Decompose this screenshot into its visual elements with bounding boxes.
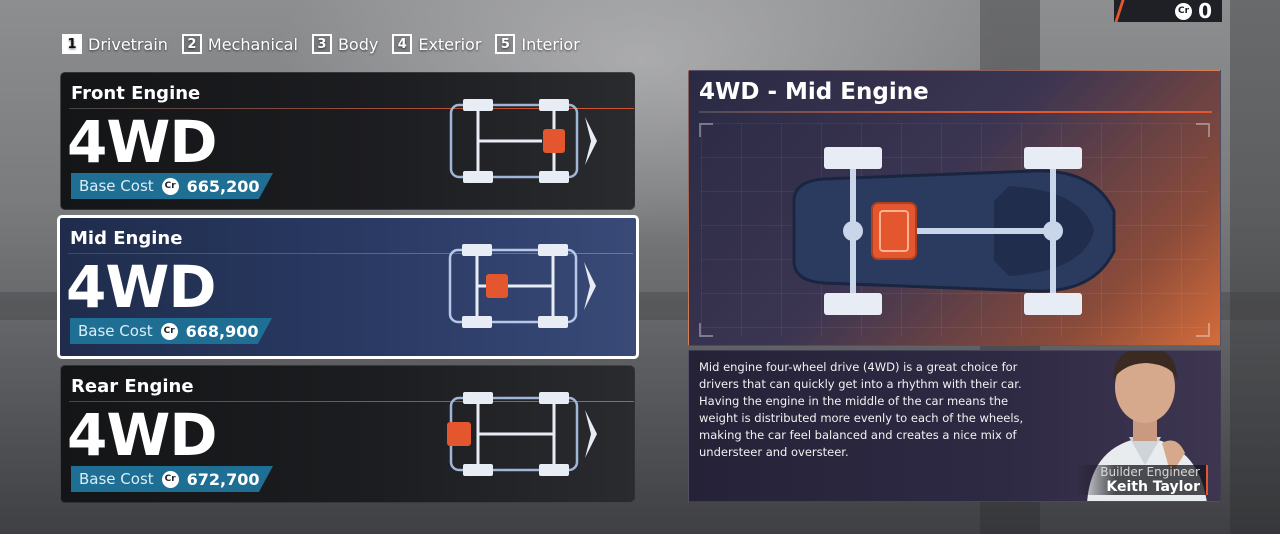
base-cost-bar: Base Cost Cr 672,700 [71, 466, 273, 492]
tab-body[interactable]: 3 Body [311, 34, 379, 54]
tab-label: Body [337, 34, 379, 54]
option-title: Front Engine [71, 83, 201, 104]
base-cost-value: 665,200 [186, 176, 260, 196]
option-card-rear-engine[interactable]: Rear Engine 4WD Base Cost Cr 672,700 [60, 365, 635, 503]
tab-label: Exterior [418, 34, 482, 54]
base-cost-value: 668,900 [185, 321, 259, 341]
credits-icon: Cr [1175, 2, 1193, 20]
car-chassis-diagram [792, 147, 1116, 315]
tab-number: 5 [495, 34, 516, 54]
drivetrain-front-engine-icon [449, 99, 597, 183]
tab-number: 3 [311, 34, 332, 54]
tab-exterior[interactable]: 4 Exterior [392, 34, 481, 54]
base-cost-label: Base Cost [78, 322, 153, 340]
title-divider [699, 111, 1212, 113]
title-divider [68, 253, 633, 254]
description-panel: Mid engine four-wheel drive (4WD) is a g… [688, 350, 1221, 502]
category-tabs: 1 Drivetrain 2 Mechanical 3 Body 4 Exter… [62, 34, 580, 54]
engineer-name: Keith Taylor [1106, 479, 1200, 495]
tab-label: Interior [521, 34, 580, 54]
engineer-role: Builder Engineer [1100, 465, 1200, 479]
tab-number: 1 [62, 34, 82, 54]
drivetrain-description: Mid engine four-wheel drive (4WD) is a g… [699, 360, 1024, 459]
tab-label: Mechanical [207, 34, 298, 54]
drivetrain-mid-engine-icon [448, 244, 596, 328]
option-drive-type: 4WD [67, 108, 217, 176]
base-cost-bar: Base Cost Cr 665,200 [71, 173, 273, 199]
tab-interior[interactable]: 5 Interior [495, 34, 580, 54]
option-drive-type: 4WD [67, 401, 217, 469]
option-card-front-engine[interactable]: Front Engine 4WD Base Cost Cr 665,200 [60, 72, 635, 210]
credits-amount: 0 [1198, 0, 1212, 23]
tab-label: Drivetrain [88, 34, 168, 54]
option-drive-type: 4WD [66, 253, 216, 321]
option-card-mid-engine[interactable]: Mid Engine 4WD Base Cost Cr 668,900 [57, 215, 639, 359]
credits-display: Cr 0 [1114, 0, 1222, 22]
option-title: Rear Engine [71, 376, 194, 397]
credits-icon: Cr [161, 177, 179, 195]
tab-number: 2 [181, 34, 202, 54]
drivetrain-preview-panel: 4WD - Mid Engine [688, 70, 1221, 346]
credits-icon: Cr [161, 470, 179, 488]
drivetrain-rear-engine-icon [447, 392, 597, 476]
base-cost-value: 672,700 [186, 469, 260, 489]
tab-drivetrain[interactable]: 1 Drivetrain [62, 34, 168, 54]
credits-icon: Cr [160, 322, 178, 340]
option-title: Mid Engine [70, 228, 183, 249]
tab-mechanical[interactable]: 2 Mechanical [181, 34, 298, 54]
base-cost-label: Base Cost [79, 470, 154, 488]
base-cost-label: Base Cost [79, 177, 154, 195]
tab-number: 4 [392, 34, 413, 54]
title-divider [69, 108, 634, 109]
engineer-nameplate: Builder Engineer Keith Taylor [1076, 465, 1208, 495]
base-cost-bar: Base Cost Cr 668,900 [70, 318, 272, 344]
preview-title: 4WD - Mid Engine [699, 79, 929, 105]
title-divider [69, 401, 634, 402]
